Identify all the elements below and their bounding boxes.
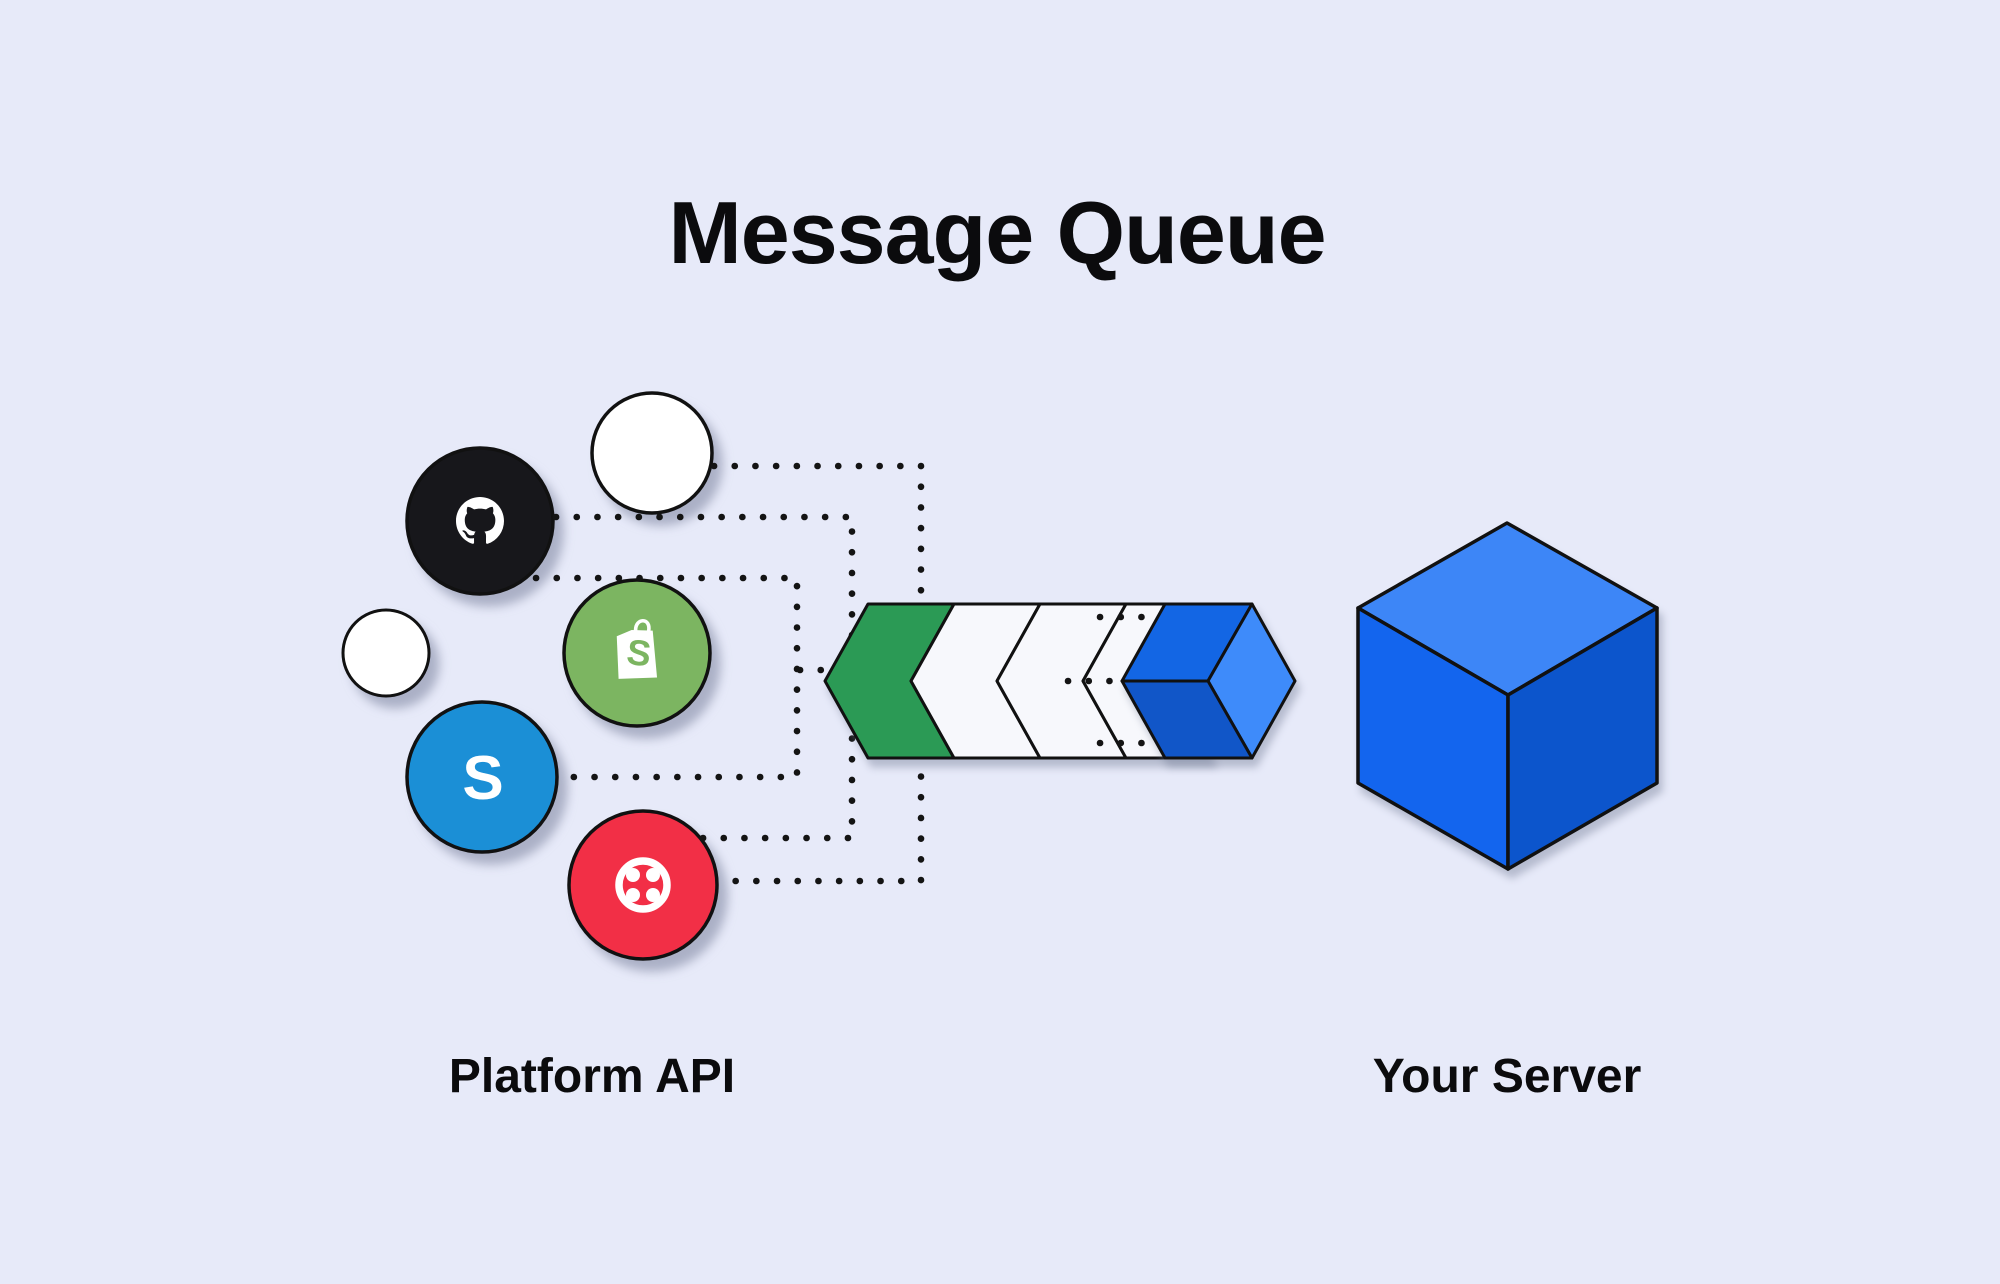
twilio-circle — [567, 809, 719, 961]
shopify-letter: S — [625, 631, 654, 675]
platform-circle-shopify: S — [562, 578, 712, 728]
message-queue — [823, 602, 1214, 760]
shopify-bag-icon: S — [616, 618, 658, 679]
platform-circle-stripe: S — [405, 700, 559, 854]
stripe-circle — [405, 700, 559, 854]
connector-shopify-to-stripe — [532, 574, 801, 781]
github-circle — [405, 446, 555, 596]
platform-api-label: Platform API — [449, 1050, 735, 1103]
plain-circle-small — [341, 608, 431, 698]
page-title: Message Queue — [668, 183, 1325, 282]
github-icon — [456, 497, 504, 544]
server-cube — [1356, 521, 1659, 871]
your-server-label: Your Server — [1373, 1050, 1642, 1103]
stripe-icon: S — [462, 744, 503, 813]
server-cube-right-face — [1506, 606, 1659, 871]
twilio-icon — [615, 857, 671, 913]
message-cube-small — [1120, 602, 1297, 760]
platform-circle-plain-large — [590, 391, 714, 515]
platform-circle-github — [405, 446, 555, 596]
plain-circle-large — [590, 391, 714, 515]
platform-circle-twilio — [567, 809, 719, 961]
small-cube-left-face — [1120, 679, 1254, 760]
platform-circle-plain-small — [341, 608, 431, 698]
